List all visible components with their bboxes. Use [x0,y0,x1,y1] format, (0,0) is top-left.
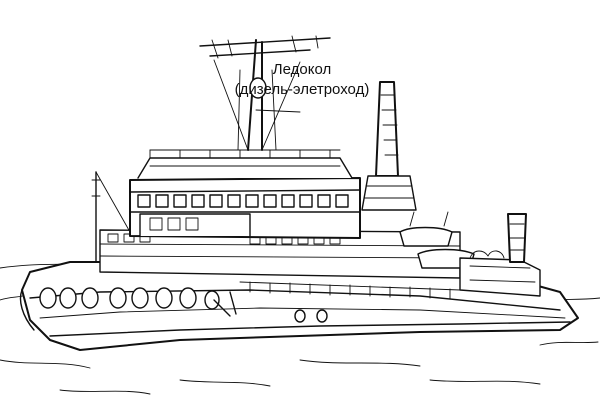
deck-railing [239,281,461,300]
bridge-superstructure [129,149,361,239]
aft-structure [459,213,541,297]
caption-subtitle: (дизель-элетроход) [234,81,370,98]
main-mast [199,35,331,151]
ship-hull [19,257,579,351]
picture-caption: Ледокол (дизель-элетроход) [202,60,402,100]
funnel [361,81,417,211]
hull-portholes [39,287,328,323]
foremast [91,171,237,317]
caption-title: Ледокол [272,61,332,78]
